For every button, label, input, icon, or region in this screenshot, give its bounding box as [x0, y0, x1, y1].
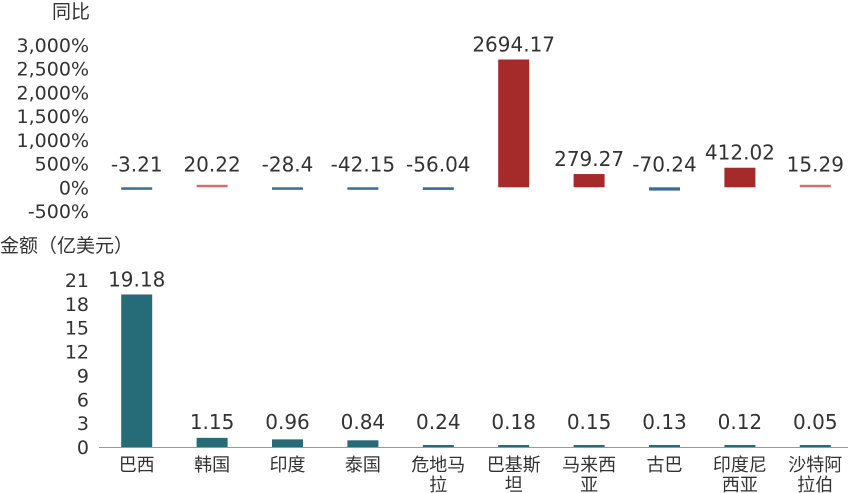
yoy-bar: [196, 184, 228, 188]
category-label: 印度尼: [713, 455, 767, 476]
amount-data-label: 1.15: [190, 410, 235, 434]
yoy-y-tick-label: 3,000%: [17, 35, 89, 57]
amount-y-tick-label: 3: [77, 413, 89, 435]
yoy-y-axis: 3,000%2,500%2,000%1,500%1,000%500%0%-500…: [17, 35, 89, 223]
yoy-axis-label: 同比: [52, 1, 90, 23]
amount-data-label: 0.18: [491, 410, 536, 434]
yoy-data-label: 15.29: [787, 152, 844, 176]
category-label: 坦: [505, 475, 523, 493]
yoy-data-label: -56.04: [406, 152, 470, 176]
amount-data-label: 0.05: [793, 410, 838, 434]
category-label: 拉伯: [797, 475, 833, 493]
category-label: 印度: [270, 455, 306, 476]
category-label: 巴基斯: [487, 455, 541, 476]
yoy-y-tick-label: 1,000%: [17, 130, 89, 152]
amount-bar: [272, 439, 303, 447]
amount-data-labels: 19.18 1.15 0.96 0.84 0.24 0.18 0.15 0.13 0.12 0.0…: [108, 267, 837, 434]
amount-y-tick-label: 21: [65, 270, 89, 292]
yoy-bar: [724, 167, 756, 188]
amount-data-label: 19.18: [108, 267, 165, 291]
yoy-bar: [121, 187, 153, 190]
amount-y-tick-label: 12: [65, 342, 89, 364]
amount-bar: [724, 445, 756, 447]
amount-bar: [799, 445, 831, 447]
category-label: 泰国: [345, 455, 381, 476]
amount-bar: [196, 437, 228, 447]
yoy-data-label: 2694.17: [472, 33, 555, 57]
amount-data-label: 0.12: [718, 410, 763, 434]
yoy-chart: 同比 3,000%2,500%2,000%1,500%1,000%500%0%-…: [17, 1, 844, 223]
amount-data-label: 0.13: [642, 410, 687, 434]
yoy-data-label: 279.27: [554, 147, 624, 171]
yoy-y-tick-label: 1,500%: [17, 106, 89, 128]
amount-data-label: 0.24: [416, 410, 461, 434]
category-label: 巴西: [119, 455, 155, 476]
yoy-y-tick-label: 500%: [35, 154, 89, 176]
amount-bar: [498, 445, 530, 447]
yoy-bar: [272, 187, 303, 190]
amount-data-label: 0.96: [265, 410, 310, 434]
yoy-bar: [498, 59, 530, 188]
yoy-y-tick-label: 2,500%: [17, 59, 89, 81]
yoy-bar: [799, 184, 831, 188]
yoy-y-tick-label: 2,000%: [17, 82, 89, 104]
yoy-data-label: -3.21: [111, 152, 163, 176]
amount-data-label: 0.84: [341, 410, 386, 434]
yoy-y-tick-label: -500%: [28, 201, 89, 223]
category-label: 亚: [580, 475, 598, 493]
category-label: 韩国: [194, 455, 230, 476]
yoy-bar: [347, 187, 379, 190]
amount-y-tick-label: 9: [77, 365, 89, 387]
yoy-y-tick-label: 0%: [59, 177, 89, 199]
category-label: 危地马: [411, 455, 465, 476]
yoy-data-label: 412.02: [705, 141, 775, 165]
amount-bar: [121, 294, 153, 447]
amount-data-label: 0.15: [567, 410, 612, 434]
amount-bar: [573, 445, 605, 447]
yoy-data-label: -70.24: [632, 152, 696, 176]
yoy-bar: [573, 174, 605, 188]
category-label: 古巴: [647, 455, 683, 476]
yoy-bars: [121, 59, 831, 191]
yoy-data-label: -42.15: [331, 152, 395, 176]
category-label: 沙特阿: [788, 455, 842, 476]
category-label: 马来西: [562, 455, 616, 476]
category-label: 拉: [429, 475, 447, 493]
amount-bars: [121, 294, 831, 447]
yoy-data-labels: -3.21 20.22 -28.4 -42.15 -56.04 2694.17 279.27…: [111, 33, 844, 177]
amount-axis-label: 金额（亿美元）: [0, 235, 133, 257]
amount-bar: [422, 445, 454, 447]
amount-y-tick-label: 15: [65, 318, 89, 340]
category-label: 西亚: [722, 475, 758, 493]
amount-bar: [649, 445, 680, 447]
yoy-data-label: -28.4: [262, 152, 314, 176]
amount-y-tick-label: 6: [77, 389, 89, 411]
yoy-data-label: 20.22: [183, 152, 240, 176]
amount-bar: [347, 440, 379, 447]
yoy-bar: [649, 187, 680, 191]
amount-y-tick-label: 0: [77, 437, 89, 459]
amount-y-tick-label: 18: [65, 294, 89, 316]
yoy-bar: [422, 187, 454, 190]
